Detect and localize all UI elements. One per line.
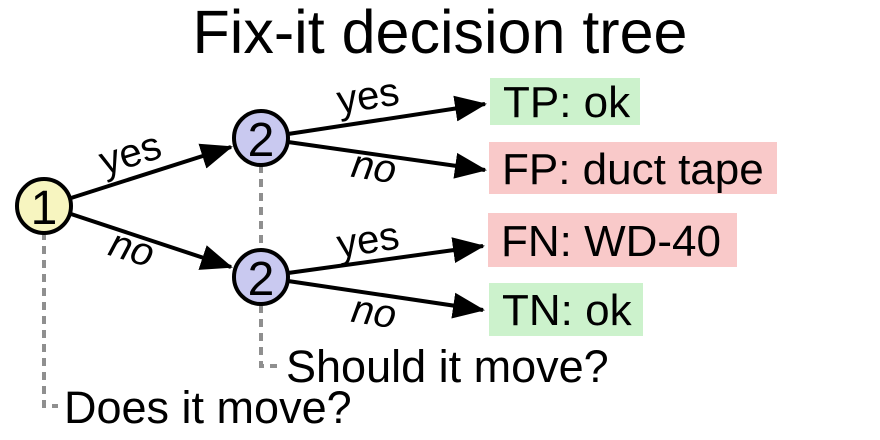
edge-second-top-yes [287, 95, 487, 136]
edge-second-bottom-no [287, 279, 485, 319]
leaf-tn-box [489, 283, 643, 336]
edge-second-top-no [287, 140, 487, 179]
root-question-connector [42, 232, 58, 408]
leaf-tp-box [490, 78, 640, 125]
leaf-tp-label: TP: ok [503, 78, 631, 127]
edge-second-bottom-yes [287, 237, 485, 275]
diagram-title: Fix-it decision tree [193, 0, 688, 66]
second-question-connector [259, 165, 277, 368]
node-2-bottom [232, 248, 290, 306]
edge-label-yes-second-top: yes [334, 70, 402, 123]
edge-label-yes-second-bottom: yes [334, 214, 402, 267]
leaf-tn-label: TN: ok [502, 286, 633, 335]
root-question-label: Does it move? [64, 382, 352, 433]
edge-label-no-second-bottom: no [349, 287, 400, 337]
leaf-fp-label: FP: duct tape [502, 145, 764, 194]
edge-root-no [70, 212, 233, 270]
edge-root-yes [70, 143, 233, 200]
node-2-bottom-label: 2 [248, 253, 275, 306]
node-2-top [232, 109, 290, 167]
second-question-label: Should it move? [286, 341, 609, 392]
leaf-fn-label: FN: WD-40 [501, 217, 721, 266]
node-1-label: 1 [31, 182, 58, 235]
node-2-top-label: 2 [248, 114, 275, 167]
edge-label-yes-root: yes [94, 123, 166, 183]
leaf-fn-box [488, 213, 737, 267]
node-1 [15, 177, 73, 235]
leaf-fp-box [489, 142, 777, 194]
edge-label-no-second-top: no [349, 142, 400, 192]
